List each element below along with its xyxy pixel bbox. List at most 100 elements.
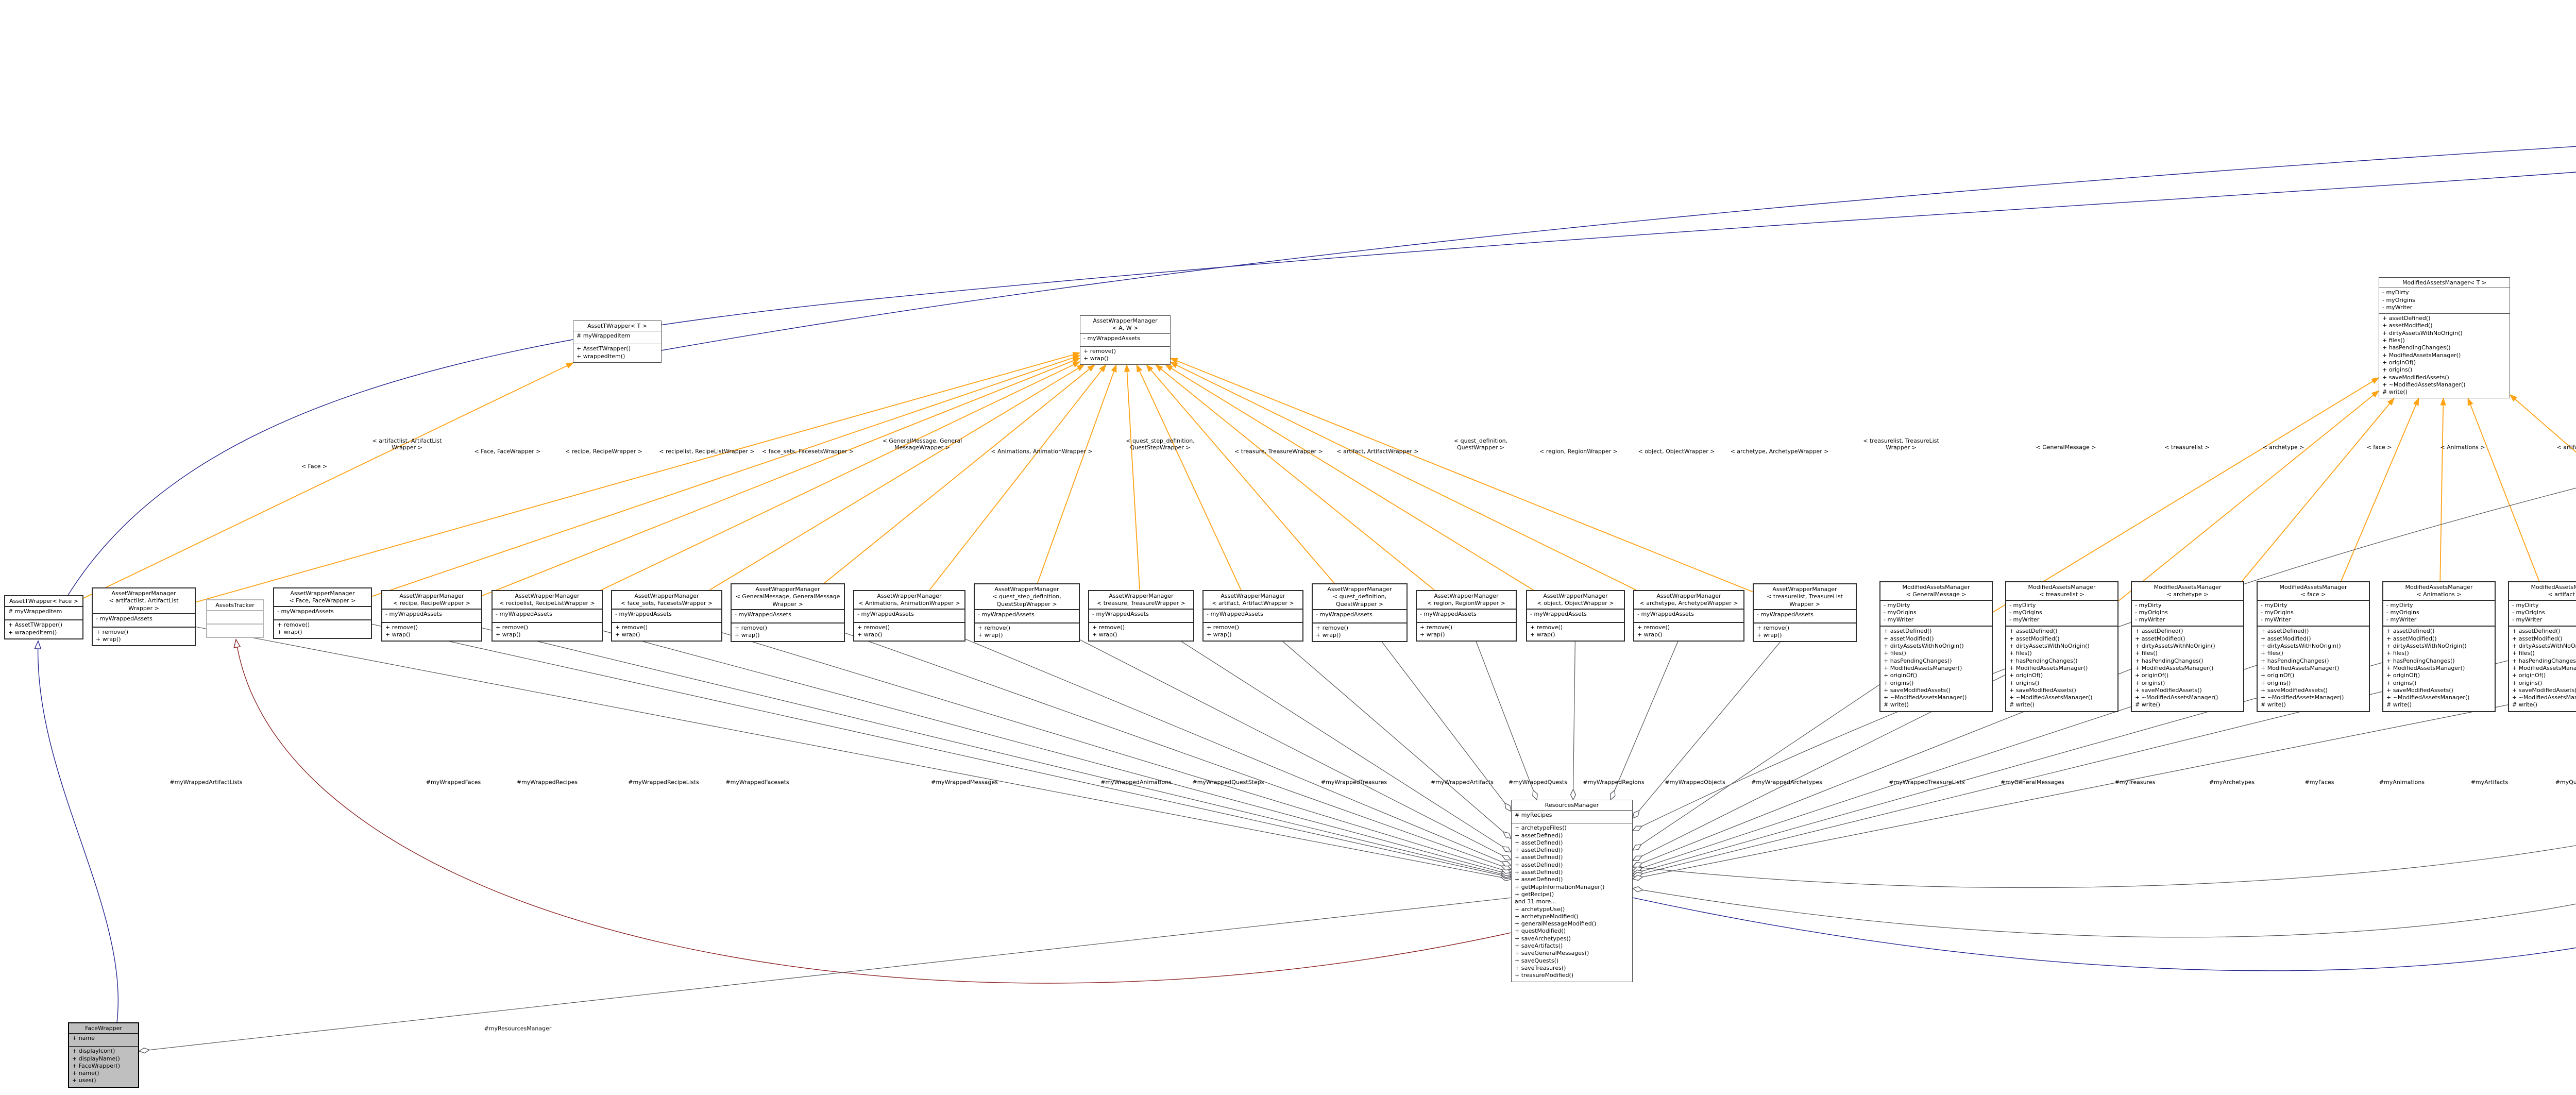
class-fields: # myRecipes: [1512, 810, 1632, 823]
class-fields: - myWrappedAssets: [1634, 608, 1743, 622]
edge-template: [2509, 394, 2576, 453]
edge-template: [2241, 397, 2395, 582]
class-awm-region[interactable]: AssetWrapperManager < region, RegionWrap…: [1416, 590, 1517, 642]
field: - myOrigins: [2135, 609, 2168, 616]
class-assets-tracker[interactable]: AssetsTracker: [206, 599, 264, 638]
method: + files(): [2386, 650, 2409, 657]
method: + remove(): [496, 624, 529, 631]
class-awm-face[interactable]: AssetWrapperManager < Face, FaceWrapper …: [273, 587, 372, 639]
class-awm-artifactlist[interactable]: AssetWrapperManager < artifactlist, Arti…: [92, 587, 196, 647]
method: + dirtyAssetsWithNoOrigin(): [2382, 329, 2463, 336]
class-methods: [207, 624, 263, 637]
field: - myWrappedAssets: [277, 608, 334, 615]
class-title: AssetWrapperManager < treasure, Treasure…: [1097, 593, 1185, 607]
field: - myDirty: [2261, 601, 2287, 609]
class-awm-recipe[interactable]: AssetWrapperManager < recipe, RecipeWrap…: [381, 590, 482, 642]
class-fields: - myWrappedAssets: [612, 608, 721, 622]
method: + displayName(): [72, 1055, 120, 1062]
class-title: ModifiedAssetsManager < Animations >: [2405, 584, 2473, 598]
edge-member: [722, 632, 1511, 872]
edge-inheritance: [661, 146, 2576, 351]
edge-member: [1476, 641, 1537, 800]
method: + assetDefined(): [1515, 839, 1563, 846]
class-atw-face[interactable]: AssetTWrapper< Face > # myWrappedItem + …: [4, 595, 83, 639]
method: + files(): [2512, 650, 2535, 657]
class-awm-face-sets[interactable]: AssetWrapperManager < face_sets, Faceset…: [611, 590, 722, 642]
method: + remove(): [1092, 624, 1125, 631]
method: + saveTreasures(): [1515, 964, 1566, 971]
class-mam-general-message[interactable]: ModifiedAssetsManager < GeneralMessage >…: [1879, 581, 1993, 712]
class-methods: + assetDefined()+ assetModified()+ dirty…: [2509, 626, 2576, 711]
method: + questModified(): [1515, 928, 1566, 935]
class-awm-artifact[interactable]: AssetWrapperManager < artifact, Artifact…: [1202, 590, 1303, 642]
class-methods: + remove()+ wrap(): [975, 622, 1079, 642]
class-mam-treasurelist[interactable]: ModifiedAssetsManager < treasurelist > -…: [2005, 581, 2119, 712]
class-title: AssetWrapperManager < Face, FaceWrapper …: [289, 590, 356, 604]
class-title: AssetWrapperManager < object, ObjectWrap…: [1537, 593, 1614, 607]
method: + archetypeUse(): [1515, 905, 1565, 913]
method: + hasPendingChanges(): [2135, 657, 2204, 664]
edge-template: [83, 362, 574, 599]
class-awm-quest-step[interactable]: AssetWrapperManager < quest_step_definit…: [974, 583, 1080, 643]
class-awm-recipelist[interactable]: AssetWrapperManager < recipelist, Recipe…: [492, 590, 603, 642]
method: + remove(): [1316, 624, 1349, 631]
class-mam-animations[interactable]: ModifiedAssetsManager < Animations > - m…: [2382, 581, 2496, 712]
edge-member: [1611, 641, 1679, 800]
class-awm-t[interactable]: AssetWrapperManager < A, W > - myWrapped…: [1080, 315, 1171, 365]
class-mam-t[interactable]: ModifiedAssetsManager< T > - myDirty- my…: [2379, 277, 2510, 399]
method: + ~ModifiedAssetsManager(): [2135, 694, 2218, 701]
method: + FaceWrapper(): [72, 1062, 121, 1069]
class-methods: + remove()+ wrap(): [1527, 621, 1624, 641]
class-title: AssetWrapperManager < quest_definition, …: [1327, 586, 1392, 608]
class-fields: - myWrappedAssets: [93, 613, 195, 627]
class-resources-manager[interactable]: ResourcesManager # myRecipes + archetype…: [1511, 800, 1633, 982]
class-awm-quest-definition[interactable]: AssetWrapperManager < quest_definition, …: [1312, 583, 1408, 643]
class-awm-archetype[interactable]: AssetWrapperManager < archetype, Archety…: [1633, 590, 1744, 642]
method: + assetDefined(): [1515, 876, 1563, 883]
edge-template: [482, 358, 1081, 596]
class-title: AssetWrapperManager < recipe, RecipeWrap…: [393, 593, 470, 607]
class-awm-treasure[interactable]: AssetWrapperManager < treasure, Treasure…: [1088, 590, 1194, 642]
edge-member: [1633, 684, 1880, 850]
method: + remove(): [1420, 624, 1453, 631]
method: + origins(): [2135, 679, 2165, 686]
class-methods: + AssetTWrapper()+ wrappedItem(): [573, 344, 661, 362]
method: + displayIcon(): [72, 1048, 115, 1055]
edge-member: [371, 624, 1511, 877]
method: + originOf(): [2382, 359, 2416, 366]
method: + ModifiedAssetsManager(): [1884, 664, 1962, 671]
method: + getRecipe(): [1515, 890, 1554, 898]
class-mam-archetype[interactable]: ModifiedAssetsManager < archetype > - my…: [2131, 581, 2244, 712]
method: + assetDefined(): [1515, 869, 1563, 876]
method: + wrap(): [1083, 355, 1109, 362]
method: + dirtyAssetsWithNoOrigin(): [2009, 643, 2090, 650]
method: + saveModifiedAssets(): [1884, 686, 1951, 694]
class-awm-general-message[interactable]: AssetWrapperManager < GeneralMessage, Ge…: [731, 583, 845, 643]
method: + wrap(): [496, 631, 521, 638]
class-awm-object[interactable]: AssetWrapperManager < object, ObjectWrap…: [1526, 590, 1625, 642]
method: + ModifiedAssetsManager(): [2009, 664, 2088, 671]
method: + ~ModifiedAssetsManager(): [2009, 694, 2093, 701]
class-title: AssetWrapperManager < face_sets, Faceset…: [620, 593, 713, 607]
edge-template: [1170, 362, 1637, 591]
class-face-wrapper[interactable]: FaceWrapper + name + displayIcon()+ disp…: [68, 1022, 139, 1088]
edge-template: [709, 364, 1085, 591]
class-fields: - myDirty- myOrigins- myWriter: [2132, 599, 2243, 626]
method: + remove(): [857, 624, 890, 631]
class-title: AssetTWrapper< Face >: [9, 598, 78, 604]
class-awm-treasurelist[interactable]: AssetWrapperManager < treasurelist, Trea…: [1753, 583, 1857, 643]
class-awm-animations[interactable]: AssetWrapperManager < Animations, Animat…: [853, 590, 965, 642]
method: + remove(): [1083, 347, 1116, 355]
edge-template: [824, 364, 1095, 584]
edge-member: [195, 626, 1511, 879]
method: + ModifiedAssetsManager(): [2382, 351, 2461, 359]
method: + saveQuests(): [1515, 957, 1559, 964]
class-atw-t[interactable]: AssetTWrapper< T > # myWrappedItem + Ass…: [573, 321, 662, 363]
method: + assetDefined(): [2261, 628, 2309, 635]
method: + assetModified(): [2386, 635, 2437, 642]
class-mam-face[interactable]: ModifiedAssetsManager < face > - myDirty…: [2257, 581, 2370, 712]
class-methods: + assetDefined()+ assetModified()+ dirty…: [2006, 626, 2117, 711]
method: + wrappedItem(): [8, 629, 57, 636]
class-mam-artifact[interactable]: ModifiedAssetsManager < artifact > - myD…: [2508, 581, 2576, 712]
method: # write(): [2261, 701, 2286, 709]
